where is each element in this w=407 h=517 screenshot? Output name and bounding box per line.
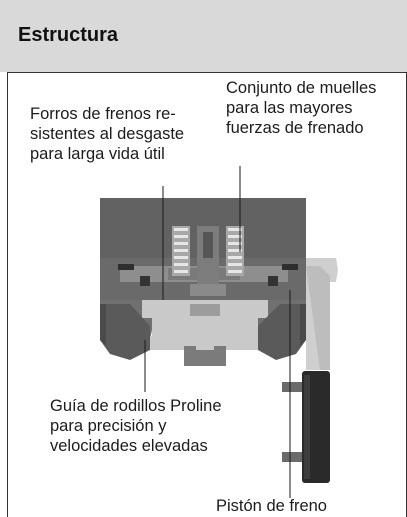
seal-right-lower [268,276,278,286]
center-bolt-slot [203,232,213,258]
piston-stud-top [282,382,302,392]
label-roller-guide: Guía de rodillos Proline para precisión … [50,397,222,455]
lining-edge-left [100,304,106,346]
lining-edge-right [300,304,306,346]
panel-header: Estructura [0,0,407,72]
guide-rail [184,346,226,366]
label-spring-set: Conjunto de muelles para las mayores fue… [226,79,377,137]
seal-left [118,264,134,270]
roller-guide-channel [190,304,220,316]
spring-stack-right [226,226,244,276]
brake-lining-left [100,304,150,360]
center-bolt-head [190,284,226,296]
frame-left-border [7,72,8,517]
spring-stack-left [172,226,190,276]
seal-right [282,264,298,270]
brake-lining-right [258,304,306,360]
seal-left-lower [140,276,150,286]
frame-top-border [7,72,407,73]
mounting-bracket-arm [306,266,330,370]
piston-plate-highlight [304,375,310,479]
panel-title: Estructura [18,24,119,46]
piston-stud-bottom [282,452,302,462]
label-brake-linings: Forros de frenos re- sistentes al desgas… [30,105,185,163]
roller-guide-body [142,300,270,350]
label-brake-piston: Pistón de freno [216,497,327,515]
